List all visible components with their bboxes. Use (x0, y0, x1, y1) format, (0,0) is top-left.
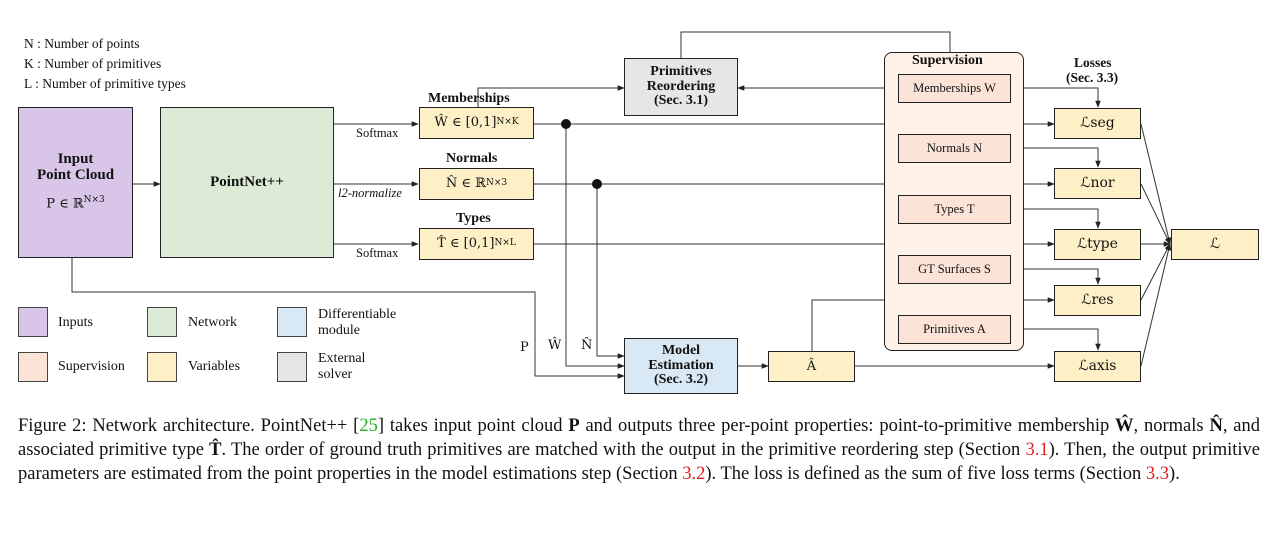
legend-swatch-inputs (18, 307, 48, 337)
input-title-line1: Input (57, 151, 94, 167)
normals-title: Normals (446, 151, 498, 166)
caption-part7: ). Then, the output primitive parameters… (18, 440, 1260, 484)
a-hat-box: Â (768, 351, 855, 382)
input-title-line2: Point Cloud (36, 166, 115, 183)
l2-normalize-label: l2-normalize (338, 186, 402, 200)
softmax-label-top: Softmax (356, 126, 399, 140)
total-loss-box: ℒ (1171, 229, 1259, 260)
notation-k: K : Number of primitives (24, 56, 162, 71)
supervision-title: Supervision (912, 53, 983, 68)
loss-axis-box: ℒaxis (1054, 351, 1141, 382)
notation-n: N : Number of points (24, 36, 140, 51)
supervision-memberships: Memberships W (898, 74, 1011, 103)
pointnet-box: PointNet++ (160, 107, 334, 258)
supervision-normals: Normals N (898, 134, 1011, 163)
caption-part4: , normals (1133, 416, 1210, 436)
supervision-primitives: Primitives A (898, 315, 1011, 344)
reorder-line1: Primitives (650, 63, 712, 79)
loss-seg-box: ℒseg (1054, 108, 1141, 139)
legend-swatch-variables (147, 352, 177, 382)
reorder-line3: (Sec. 3.1) (653, 93, 709, 109)
loss-nor-box: ℒnor (1054, 168, 1141, 199)
caption-part9: ). (1169, 464, 1180, 484)
figure-caption: Figure 2: Network architecture. PointNet… (18, 414, 1260, 486)
legend-swatch-differentiable (277, 307, 307, 337)
caption-part2: ] takes input point cloud (377, 416, 569, 436)
caption-n: N̂ (1209, 416, 1223, 436)
model-estimation-box: Model Estimation (Sec. 3.2) (624, 338, 738, 394)
legend-swatch-supervision (18, 352, 48, 382)
supervision-gt-surfaces: GT Surfaces S (898, 255, 1011, 284)
caption-part3: and outputs three per-point properties: … (579, 416, 1116, 436)
input-formula: P ∈ ℝN×3 (46, 194, 105, 211)
legend-label-differentiable: Differentiable module (318, 307, 397, 338)
softmax-label-bottom: Softmax (356, 246, 399, 260)
model-input-p: P (520, 340, 529, 355)
supervision-types: Types T (898, 195, 1011, 224)
input-point-cloud-box: Input Point Cloud P ∈ ℝN×3 (18, 107, 133, 258)
legend-label-network: Network (188, 315, 237, 330)
model-line3: (Sec. 3.2) (653, 372, 709, 388)
connector-lines (71, 31, 1172, 379)
caption-ref-32[interactable]: 3.2 (682, 464, 706, 484)
caption-ref-33[interactable]: 3.3 (1145, 464, 1170, 484)
model-input-w: Ŵ (548, 338, 562, 353)
junction-dot-w (561, 119, 571, 129)
memberships-title: Memberships (428, 91, 510, 106)
caption-ref-25[interactable]: 25 (359, 416, 378, 436)
reorder-line2: Reordering (646, 78, 716, 94)
junction-dot-n (592, 179, 602, 189)
model-line1: Model (661, 342, 701, 358)
caption-ref-31[interactable]: 3.1 (1025, 440, 1049, 460)
model-line2: Estimation (648, 357, 714, 373)
types-title: Types (456, 211, 491, 226)
legend-label-external: External solver (318, 351, 366, 382)
caption-prefix: Figure 2: Network architecture. PointNet… (18, 416, 360, 436)
legend-label-supervision: Supervision (58, 359, 125, 374)
types-output-box: T̂ ∈ [0,1]N×L (419, 228, 534, 260)
notation-l: L : Number of primitive types (24, 76, 186, 91)
memberships-output-box: Ŵ ∈ [0,1]N×K (419, 107, 534, 139)
losses-subtitle: (Sec. 3.3) (1066, 70, 1119, 85)
loss-res-box: ℒres (1054, 285, 1141, 316)
legend-label-inputs: Inputs (58, 315, 93, 330)
model-input-n: N̂ (581, 338, 593, 353)
caption-part6: . The order of ground truth primitives a… (221, 440, 1026, 460)
losses-title: Losses (1074, 55, 1112, 70)
legend-label-variables: Variables (188, 359, 241, 374)
loss-type-box: ℒtype (1054, 229, 1141, 260)
caption-part8: ). The loss is defined as the sum of fiv… (705, 464, 1146, 484)
caption-part5: , and associated primitive type (18, 416, 1260, 460)
caption-t: T̂ (209, 440, 222, 460)
primitives-reordering-box: Primitives Reordering (Sec. 3.1) (624, 58, 738, 116)
legend-swatch-external (277, 352, 307, 382)
caption-w: Ŵ (1115, 416, 1134, 436)
caption-p: P (568, 416, 580, 436)
legend-swatch-network (147, 307, 177, 337)
